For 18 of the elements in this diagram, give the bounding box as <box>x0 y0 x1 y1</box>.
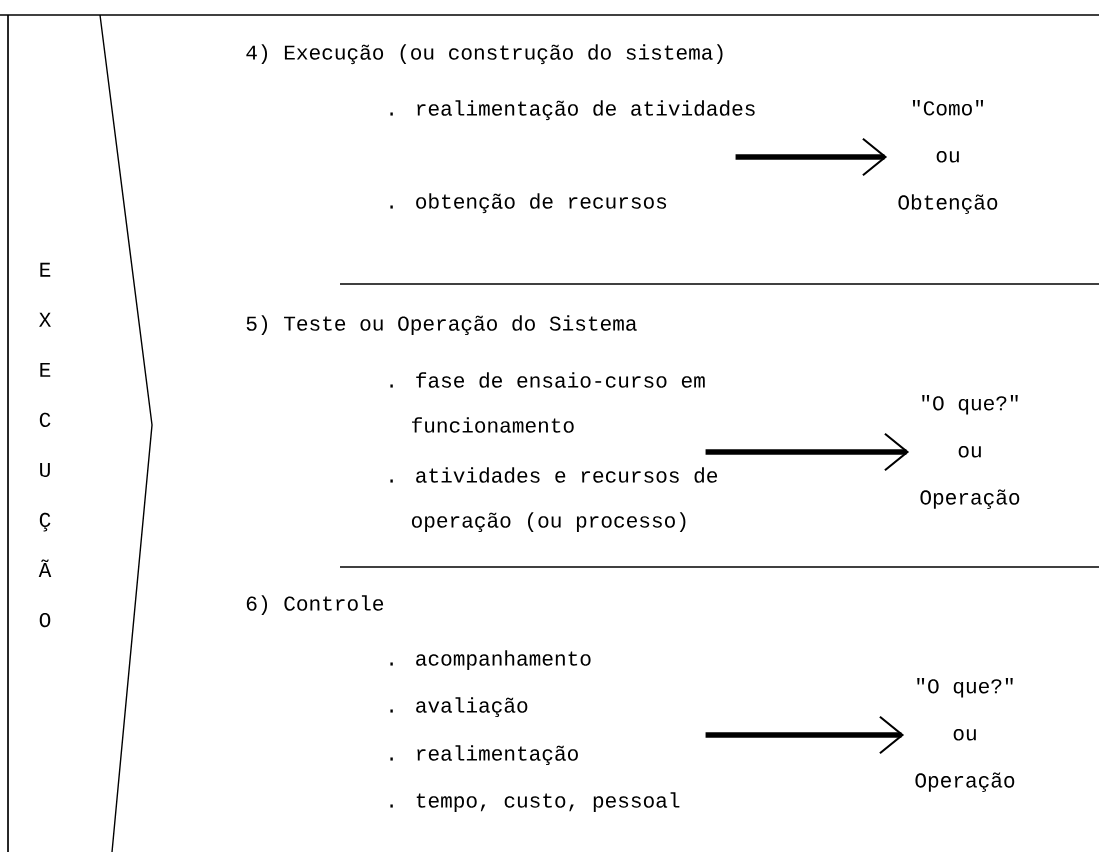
arrow <box>705 432 910 472</box>
bullet-item: . atividades e recursos de operação (ou processo) <box>390 467 718 533</box>
bullet-item: . fase de ensaio-curso em funcionamento <box>390 372 705 433</box>
bullet-item: . avaliação <box>390 697 528 718</box>
vertical-label: E X E C U Ç Ã O <box>38 262 52 628</box>
bullet-item: . realimentação de atividades <box>390 100 755 121</box>
bullet-item: . tempo, custo, pessoal <box>390 792 680 812</box>
bullet-item: . obtenção de recursos <box>390 193 667 214</box>
section-heading: 4) Execução (ou construção do sistema) <box>246 44 723 65</box>
section-heading: 5) Teste ou Operação do Sistema <box>246 315 637 336</box>
result-label: "O que?" ou Operação <box>920 395 1020 509</box>
arrow <box>735 137 888 177</box>
result-label: "O que?" ou Operação <box>915 678 1015 792</box>
arrow <box>705 715 905 755</box>
bullet-item: . acompanhamento <box>390 650 591 670</box>
result-label: "Como" ou Obtenção <box>898 100 998 214</box>
section-heading: 6) Controle <box>246 595 384 615</box>
bullet-item: . realimentação <box>390 745 578 766</box>
